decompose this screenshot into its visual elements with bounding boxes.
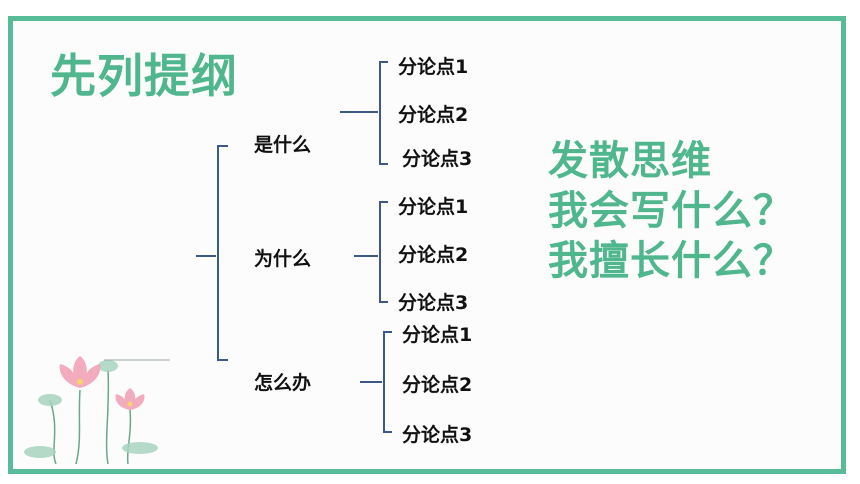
branch-label-wei: 为什么 xyxy=(254,248,312,270)
point-2-2: 分论点2 xyxy=(398,244,469,266)
main-bracket xyxy=(196,145,228,361)
lotus-illustration xyxy=(24,356,170,464)
point-1-3: 分论点3 xyxy=(402,148,473,170)
point-2-1: 分论点1 xyxy=(398,196,469,218)
point-2-3: 分论点3 xyxy=(398,292,469,314)
slide-frame xyxy=(8,16,846,474)
point-3-2: 分论点2 xyxy=(402,374,473,396)
right-text-line-1: 发散思维 xyxy=(548,138,712,184)
right-text-line-2: 我会写什么？ xyxy=(548,188,794,234)
bracket-zen xyxy=(360,331,392,433)
branch-label-zen: 怎么办 xyxy=(254,372,312,394)
point-3-3: 分论点3 xyxy=(402,424,473,446)
point-3-1: 分论点1 xyxy=(402,324,473,346)
page-title: 先列提纲 xyxy=(50,49,238,103)
point-1-1: 分论点1 xyxy=(398,56,469,78)
bracket-shi xyxy=(340,61,388,165)
bracket-wei xyxy=(354,201,388,303)
branch-label-shi: 是什么 xyxy=(254,134,312,156)
point-1-2: 分论点2 xyxy=(398,104,469,126)
right-text-line-3: 我擅长什么？ xyxy=(548,238,794,284)
